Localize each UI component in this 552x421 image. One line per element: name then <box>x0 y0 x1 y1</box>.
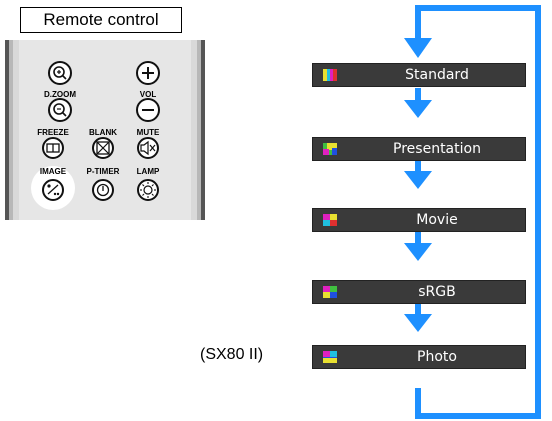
mute-button[interactable] <box>137 137 159 159</box>
mode-label-srgb: sRGB <box>418 284 456 300</box>
ptimer-button[interactable] <box>92 179 114 201</box>
arrow-presentation-to-movie <box>404 159 432 189</box>
vol-plus-button[interactable] <box>136 61 160 85</box>
presentation-mode-icon <box>323 143 337 155</box>
standard-mode-icon <box>323 69 337 81</box>
arrow-standard-to-presentation <box>404 88 432 118</box>
blank-button[interactable] <box>92 137 114 159</box>
vol-minus-button[interactable] <box>136 98 160 122</box>
movie-mode-icon <box>323 214 337 226</box>
mode-bar-srgb: sRGB <box>312 280 526 304</box>
remote-control-label: Remote control <box>20 7 182 33</box>
remote-control-illustration: D.ZOOM VOL FREEZE BLANK MUTE IMAGE P-TIM… <box>5 40 205 220</box>
mode-label-movie: Movie <box>416 212 458 228</box>
mode-bar-movie: Movie <box>312 208 526 232</box>
dzoom-minus-button[interactable] <box>48 98 72 122</box>
lamp-button[interactable] <box>137 179 159 201</box>
mode-bar-standard: Standard <box>312 63 526 87</box>
vol-label: VOL <box>140 90 157 99</box>
srgb-mode-icon <box>323 286 337 298</box>
mode-label-standard: Standard <box>405 67 469 83</box>
photo-mode-icon <box>323 351 337 363</box>
photo-model-note: (SX80 II) <box>200 346 264 363</box>
loop-arrowhead <box>404 38 432 58</box>
dzoom-plus-button[interactable] <box>48 61 72 85</box>
dzoom-label: D.ZOOM <box>44 90 76 99</box>
arrow-movie-to-srgb <box>404 231 432 261</box>
mute-label: MUTE <box>137 128 160 137</box>
arrow-srgb-to-photo <box>404 302 432 332</box>
freeze-label: FREEZE <box>37 128 69 137</box>
image-label: IMAGE <box>40 167 67 176</box>
blank-label: BLANK <box>89 128 117 137</box>
lamp-label: LAMP <box>137 167 160 176</box>
image-button[interactable] <box>42 179 64 201</box>
freeze-button[interactable] <box>42 137 64 159</box>
mode-label-photo: Photo <box>417 349 457 365</box>
ptimer-label: P-TIMER <box>87 167 120 176</box>
mode-bar-presentation: Presentation <box>312 137 526 161</box>
mode-label-presentation: Presentation <box>393 141 481 157</box>
mode-bar-photo: Photo <box>312 345 526 369</box>
